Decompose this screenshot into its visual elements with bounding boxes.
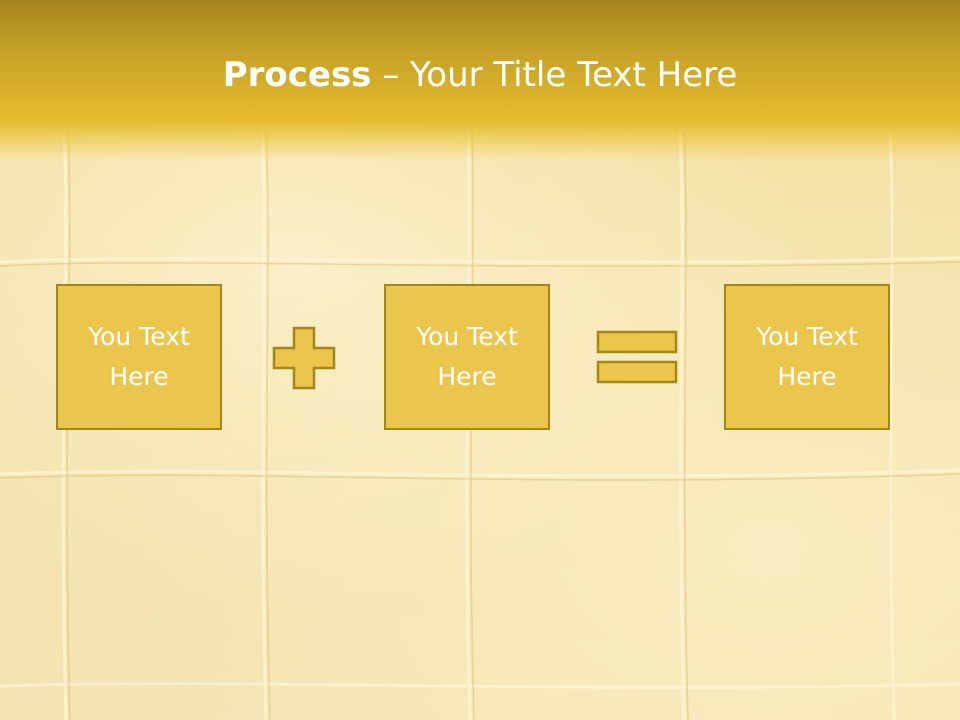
process-box-2[interactable]: You Text Here bbox=[384, 284, 550, 430]
plus-icon bbox=[272, 326, 336, 390]
equals-icon bbox=[596, 330, 678, 384]
process-box-2-text: You Text Here bbox=[416, 322, 518, 391]
title-strong: Process bbox=[222, 55, 372, 95]
process-box-1[interactable]: You Text Here bbox=[56, 284, 222, 430]
title-bar: Process – Your Title Text Here bbox=[0, 0, 960, 160]
process-box-1-text: You Text Here bbox=[88, 322, 190, 391]
title-rest: – Your Title Text Here bbox=[371, 55, 738, 95]
process-box-3-text: You Text Here bbox=[756, 322, 858, 391]
process-box-3[interactable]: You Text Here bbox=[724, 284, 890, 430]
slide-title: Process – Your Title Text Here bbox=[0, 52, 960, 98]
